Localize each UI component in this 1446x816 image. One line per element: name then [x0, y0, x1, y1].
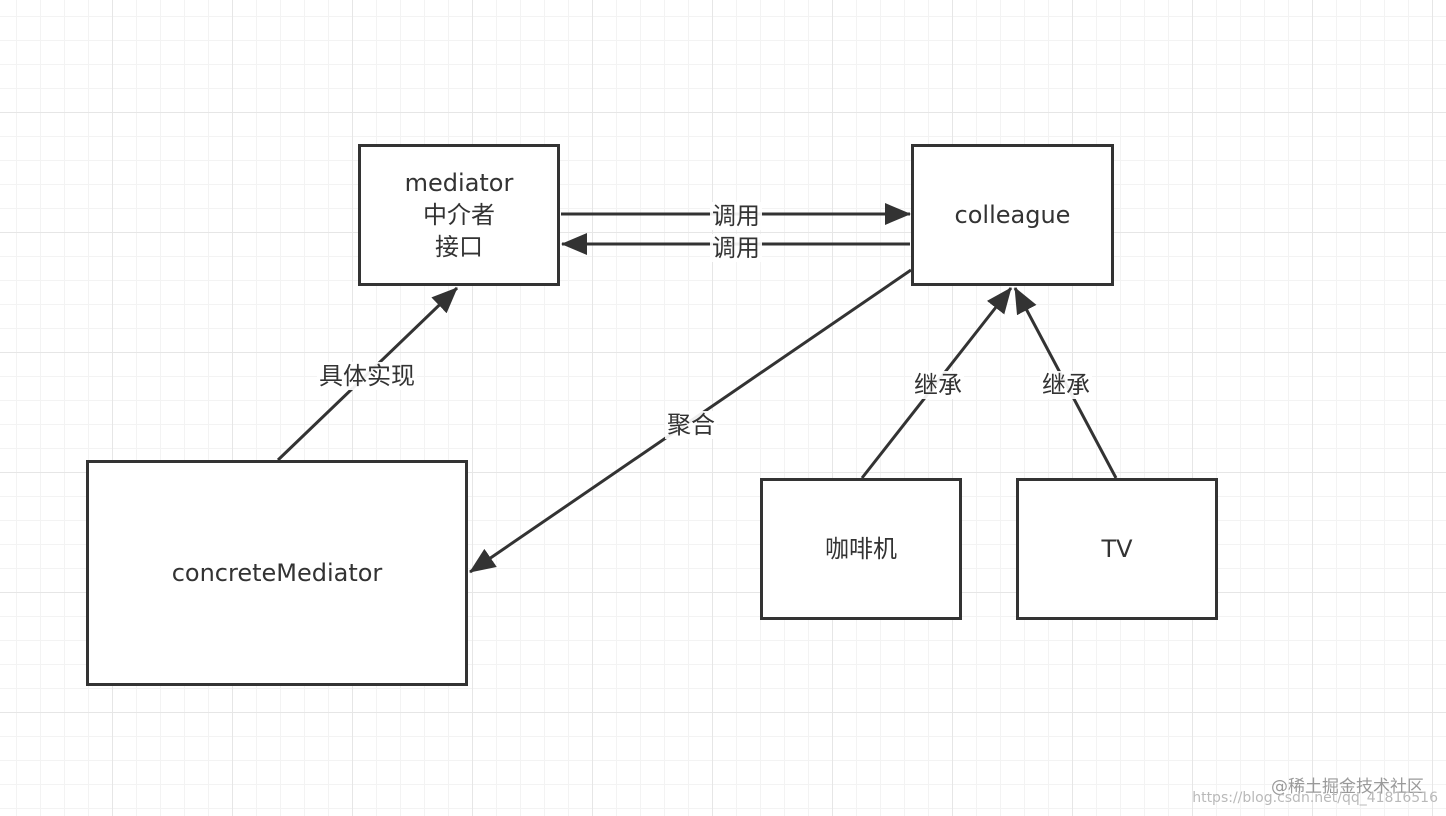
- coffee-machine-label: 咖啡机: [825, 535, 897, 563]
- watermark-url: https://blog.csdn.net/qq_41816516: [1192, 790, 1438, 806]
- tv-node[interactable]: TV: [1016, 478, 1218, 620]
- mediator-label-line3: 接口: [435, 233, 483, 261]
- colleague-node[interactable]: colleague: [911, 144, 1114, 286]
- concrete-mediator-label: concreteMediator: [171, 559, 383, 587]
- tv-label: TV: [1101, 535, 1133, 563]
- aggregation-label: 聚合: [665, 411, 717, 439]
- inherit-coffee-label: 继承: [912, 371, 964, 399]
- mediator-label-line2: 中介者: [423, 201, 495, 229]
- coffee-machine-node[interactable]: 咖啡机: [760, 478, 962, 620]
- watermark-title: @稀土掘金技术社区: [1271, 777, 1424, 797]
- call-forward-label: 调用: [710, 202, 762, 230]
- implements-label: 具体实现: [317, 362, 417, 390]
- call-back-label: 调用: [710, 234, 762, 262]
- inherit-tv-label: 继承: [1040, 371, 1092, 399]
- mediator-label-line1: mediator: [404, 169, 514, 197]
- colleague-label: colleague: [954, 201, 1071, 229]
- concrete-mediator-node[interactable]: concreteMediator: [86, 460, 468, 686]
- mediator-node[interactable]: mediator 中介者 接口: [358, 144, 560, 286]
